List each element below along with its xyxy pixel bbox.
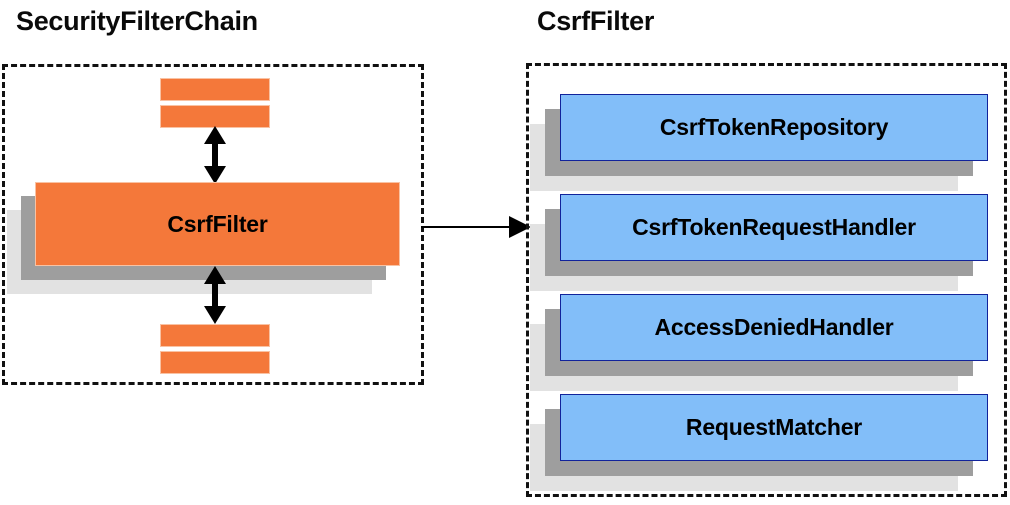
panel-title-security-filter-chain: SecurityFilterChain (16, 6, 258, 36)
arrow-up-down-above (204, 126, 226, 184)
component-card-csrf-token-request-handler[interactable]: CsrfTokenRequestHandler (530, 194, 988, 291)
component-card-access-denied-handler[interactable]: AccessDeniedHandler (530, 294, 988, 391)
csrf-filter-panel (526, 63, 1007, 497)
component-card-label: CsrfTokenRequestHandler (560, 194, 988, 261)
panel-title-csrf-filter: CsrfFilter (537, 6, 655, 36)
component-card-label: RequestMatcher (560, 394, 988, 461)
security-filter-chain-panel (2, 64, 424, 385)
filter-bar-below-2 (160, 351, 270, 374)
arrow-up-down-below (204, 266, 226, 324)
filter-bar-above-2 (160, 105, 270, 128)
connector-arrow-right (421, 216, 531, 238)
component-card-label: CsrfTokenRepository (560, 94, 988, 161)
filter-bar-below-1 (160, 324, 270, 347)
filter-bar-above-1 (160, 78, 270, 101)
csrf-filter-box[interactable]: CsrfFilter (7, 182, 400, 294)
component-card-label: AccessDeniedHandler (560, 294, 988, 361)
component-card-csrf-token-repository[interactable]: CsrfTokenRepository (530, 94, 988, 191)
component-card-request-matcher[interactable]: RequestMatcher (530, 394, 988, 491)
csrf-filter-box-label: CsrfFilter (35, 182, 400, 266)
